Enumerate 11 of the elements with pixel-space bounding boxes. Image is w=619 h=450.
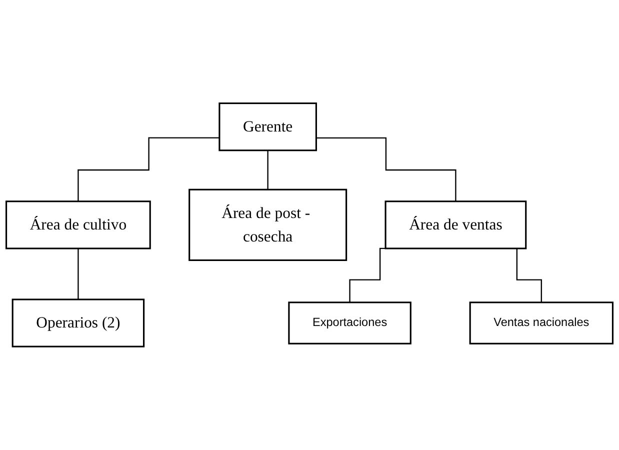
connector [78, 248, 79, 300]
node-box: Gerente [218, 102, 317, 152]
node-box: Operarios (2) [12, 298, 145, 348]
node-box: Ventas nacionales [469, 302, 614, 344]
node-box: Área de ventas [384, 200, 527, 250]
connector [78, 137, 220, 202]
connector [267, 150, 268, 190]
node-box: Área de cultivo [6, 200, 151, 250]
connector [316, 137, 456, 202]
node-box: Área de post - cosecha [188, 188, 348, 262]
node-box: Exportaciones [288, 302, 412, 344]
